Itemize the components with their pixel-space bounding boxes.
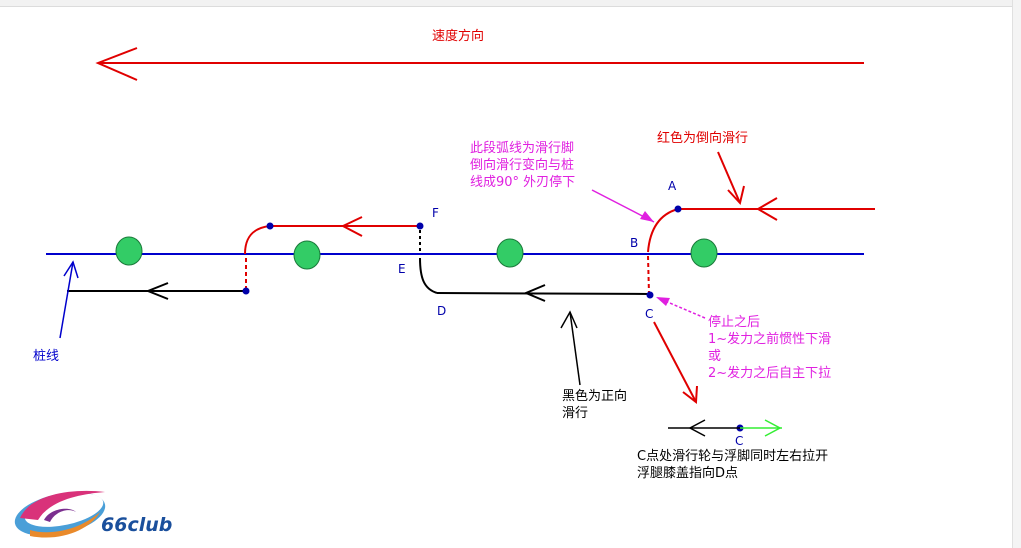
c-point-note-line-1: C点处滑行轮与浮脚同时左右拉开 [637,448,828,464]
arc-note-line-3: 线成90° 外刃停下 [470,174,575,190]
red-label-pointer [717,151,745,206]
red-backward-label: 红色为倒向滑行 [657,130,748,146]
point-a-label: A [668,179,677,193]
point-c-label: C [645,307,653,321]
point-c2-label: C [735,434,743,448]
window-top-edge [0,0,1021,7]
after-stop-line-1: 停止之后 [708,314,760,330]
left-end-dot [242,287,250,295]
point-f-label: F [432,206,439,220]
c-direction-arrow [653,321,698,404]
point-d-label: D [437,304,446,318]
window-right-edge [1012,0,1021,548]
arc-note-line-1: 此段弧线为滑行脚 [470,140,574,156]
logo-text: 66club [101,514,172,536]
after-stop-pointer [656,297,706,319]
cone-marker-3 [496,238,524,268]
cone-marker-4 [690,238,718,268]
after-stop-line-3: 或 [708,349,721,364]
point-e-label: E [398,262,406,276]
black-forward-line-1: 黑色为正向 [562,388,627,404]
after-stop-line-2: 1~发力之前惯性下滑 [708,331,831,347]
pile-line-pointer [59,260,79,339]
point-a-dot [674,205,682,213]
arc-note-pointer [591,189,655,223]
speed-direction-label: 速度方向 [432,28,484,44]
red-backward-path [244,197,875,295]
point-f-dot [416,222,424,230]
66club-logo: 66club [14,490,172,538]
black-label-pointer [560,310,581,386]
arc-note: 此段弧线为滑行脚 倒向滑行变向与桩 线成90° 外刃停下 [470,140,575,190]
black-forward-line-2: 滑行 [562,406,588,421]
after-stop-line-4: 2~发力之后自主下拉 [708,365,831,381]
c-split-arrows [668,419,782,437]
pile-line-label: 桩线 [33,349,59,364]
point-c-dot [646,291,654,299]
c-point-note-line-2: 浮腿膝盖指向D点 [637,465,738,481]
after-stop-note: 停止之后 1~发力之前惯性下滑 或 2~发力之后自主下拉 [708,314,831,381]
cone-marker-1 [115,236,143,266]
speed-direction-arrow [95,47,864,81]
turn-point-dot [266,222,274,230]
black-forward-path [67,230,651,302]
arc-note-line-2: 倒向滑行变向与桩 [470,157,574,173]
cone-marker-2 [293,240,321,270]
point-b-label: B [630,236,638,250]
